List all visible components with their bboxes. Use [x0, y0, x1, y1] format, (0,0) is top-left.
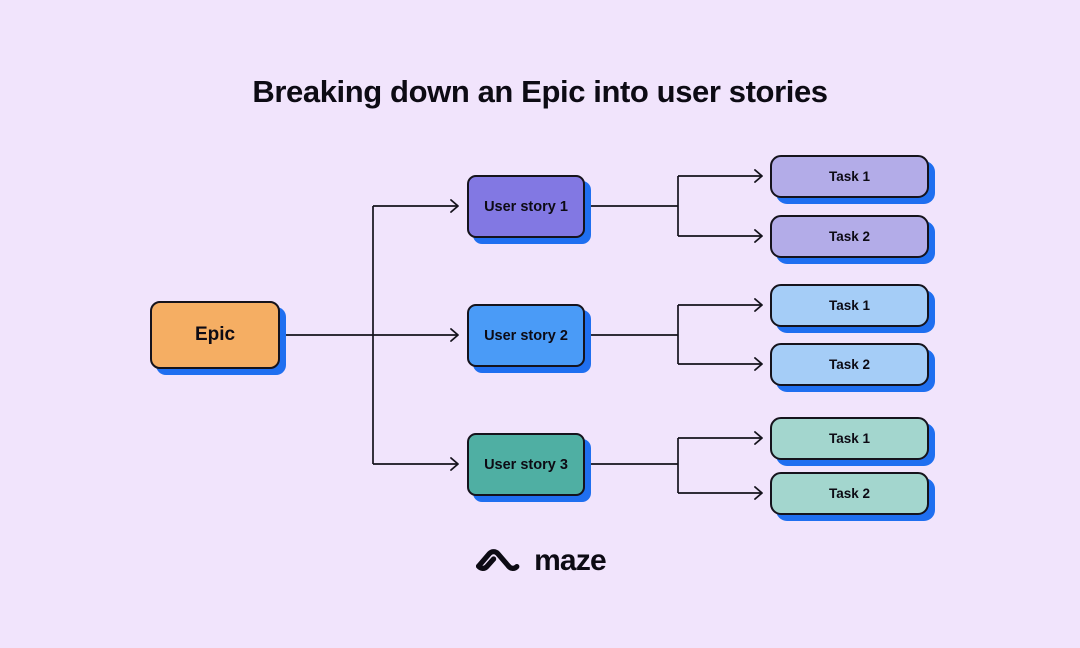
branch-2-task-1-label: Task 1 — [828, 298, 871, 313]
user-story-3-node[interactable]: User story 3 — [467, 433, 585, 496]
branch-1-task-1-node[interactable]: Task 1 — [770, 155, 929, 198]
user-story-1-label: User story 1 — [484, 198, 568, 215]
arrowhead-b2-task1 — [754, 298, 763, 312]
brand-wordmark: maze — [534, 544, 607, 577]
arrowhead-b1-task2 — [754, 229, 763, 243]
maze-logo-icon — [476, 549, 520, 571]
arrowhead-story-1 — [450, 199, 459, 213]
branch-1-task-2-node[interactable]: Task 2 — [770, 215, 929, 258]
user-story-2-label: User story 2 — [484, 327, 568, 344]
branch-2-task-2-node[interactable]: Task 2 — [770, 343, 929, 386]
branch-3-task-1-label: Task 1 — [828, 431, 871, 446]
user-story-1-node[interactable]: User story 1 — [467, 175, 585, 238]
branch-2-task-1-node[interactable]: Task 1 — [770, 284, 929, 327]
branch-3-task-2-node[interactable]: Task 2 — [770, 472, 929, 515]
branch-1-task-2-label: Task 2 — [828, 229, 871, 244]
brand-logo: maze — [0, 546, 1080, 576]
branch-3-task-1-node[interactable]: Task 1 — [770, 417, 929, 460]
user-story-3-label: User story 3 — [484, 456, 568, 473]
page-title: Breaking down an Epic into user stories — [252, 74, 828, 109]
epic-node-label: Epic — [194, 324, 236, 345]
arrowhead-b3-task2 — [754, 486, 763, 500]
branch-2-task-2-label: Task 2 — [828, 357, 871, 372]
branch-1-task-1-label: Task 1 — [828, 169, 871, 184]
arrowhead-b2-task2 — [754, 357, 763, 371]
arrowhead-b1-task1 — [754, 169, 763, 183]
arrowhead-story-3 — [450, 457, 459, 471]
user-story-2-node[interactable]: User story 2 — [467, 304, 585, 367]
branch-3-task-2-label: Task 2 — [828, 486, 871, 501]
arrowhead-story-2 — [450, 328, 459, 342]
arrowhead-b3-task1 — [754, 431, 763, 445]
epic-node[interactable]: Epic — [150, 301, 280, 369]
